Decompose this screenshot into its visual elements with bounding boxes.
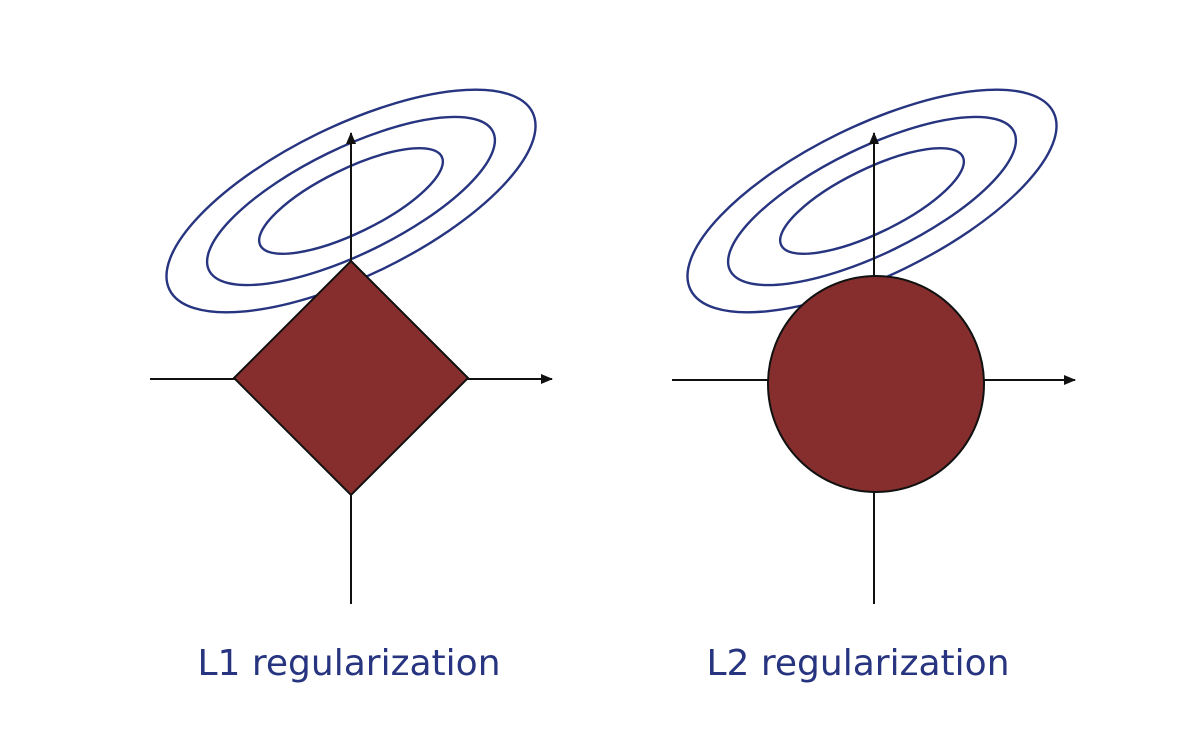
l2-contour-middle	[726, 115, 1018, 287]
l2-contours	[686, 88, 1058, 314]
l1-contour-middle	[205, 115, 497, 287]
l2-panel	[672, 88, 1076, 604]
l1-constraint-diamond	[232, 259, 470, 497]
l2-caption: L2 regularization	[706, 643, 1010, 684]
l1-contours	[165, 88, 537, 314]
l1-contour-outer	[165, 88, 537, 314]
l1-caption: L1 regularization	[197, 643, 501, 684]
l1-contour-inner	[257, 147, 445, 255]
l2-contour-inner	[778, 147, 966, 255]
l1-panel	[150, 88, 553, 604]
l2-contour-outer	[686, 88, 1058, 314]
l2-constraint-circle	[767, 275, 985, 493]
